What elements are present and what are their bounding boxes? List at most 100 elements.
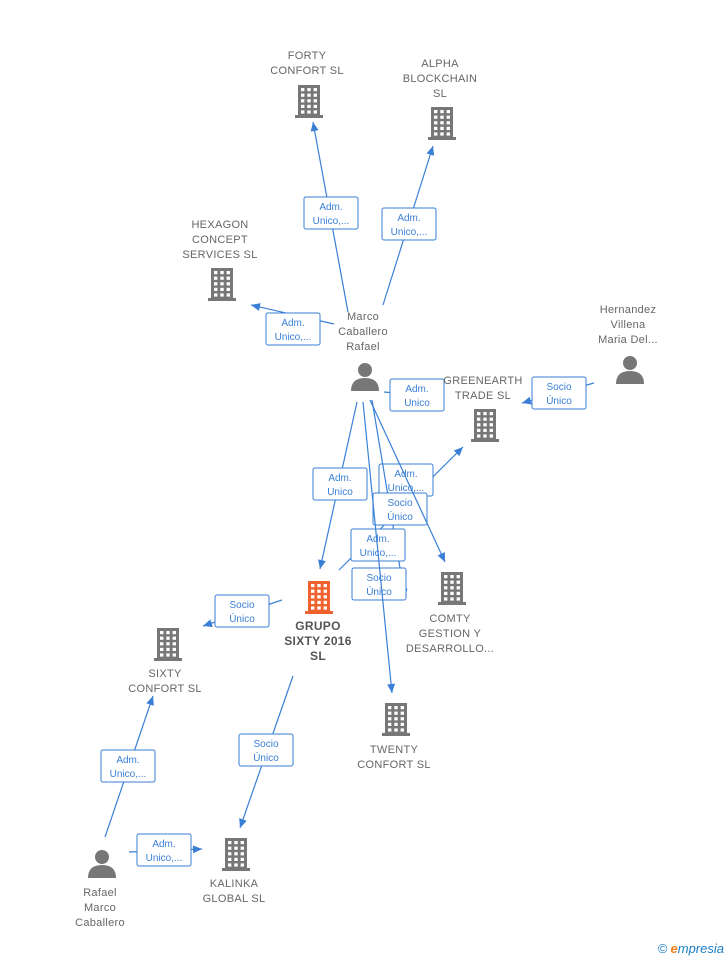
building-icon [208, 268, 236, 301]
node-label-line: TWENTY [370, 744, 419, 756]
building-window [446, 110, 450, 114]
node-label-line: Hernandez [600, 304, 657, 316]
building-window [166, 653, 170, 657]
building-window [446, 115, 450, 119]
building-window [323, 600, 327, 604]
edge-label-box[interactable] [381, 207, 437, 241]
edge-label-box[interactable] [389, 378, 445, 412]
edge-label-text: Único [366, 585, 392, 598]
edge-marco-to-twenty[interactable] [362, 401, 396, 694]
building-window [311, 584, 315, 588]
building-window [160, 647, 164, 651]
building-window [166, 631, 170, 635]
edge-arrowhead [203, 619, 213, 627]
edge-rafael-to-sixty[interactable]: Adm.Unico,... [100, 695, 156, 838]
edge-label-box[interactable] [350, 528, 406, 562]
edge-label-text: Adm. [116, 755, 139, 766]
edge-label-text: Adm. [397, 213, 420, 224]
edge-marco-to-alpha[interactable]: Adm.Unico,... [381, 145, 437, 306]
building-window [388, 711, 392, 715]
edge-label-text: Socio [387, 498, 412, 509]
building-window [301, 93, 305, 97]
edge-label-text: Adm. [394, 469, 417, 480]
edge-line [369, 399, 446, 563]
edge-marco-to-hexagon[interactable]: Adm.Unico,... [250, 303, 335, 346]
edge-grupo-to-greenearth[interactable]: Adm.Unico [312, 401, 368, 570]
building-window [489, 434, 493, 438]
building-window [434, 110, 438, 114]
edge-label-text: Adm. [366, 534, 389, 545]
building-window [313, 99, 317, 103]
main-company-building-icon [305, 581, 333, 614]
node-label-line: Rafael [346, 341, 380, 353]
building-window [234, 846, 238, 850]
building-window [226, 271, 230, 275]
building-window [234, 863, 238, 867]
building-window [483, 412, 487, 416]
building-window [160, 642, 164, 646]
building-window [172, 642, 176, 646]
building-window [456, 597, 460, 601]
node-label-line: TRADE SL [455, 390, 511, 402]
footer-brand[interactable]: ©empresia [658, 941, 724, 956]
building-window [323, 584, 327, 588]
node-label-line: CONCEPT [192, 234, 248, 246]
edge-label-box[interactable] [265, 312, 321, 346]
building-window [214, 287, 218, 291]
building-window [394, 717, 398, 721]
building-window [456, 575, 460, 579]
building-window [172, 636, 176, 640]
building-window [228, 863, 232, 867]
building-window [301, 104, 305, 108]
node-label-line: Maria Del... [598, 334, 658, 346]
edge-marco-to-forty[interactable]: Adm.Unico,... [303, 121, 359, 313]
edge-label-box[interactable] [100, 749, 156, 783]
edge-arrowhead [437, 552, 445, 562]
edge-label-box[interactable] [136, 833, 192, 867]
building-window [240, 841, 244, 845]
brand-name: mpresia [677, 941, 724, 956]
edge-label-box[interactable] [372, 492, 428, 526]
edge-label-box[interactable] [312, 467, 368, 501]
edge-marco-to-greenearth[interactable]: Adm.Unico [383, 378, 445, 412]
edge-label-text: Único [387, 510, 413, 523]
building-window [400, 711, 404, 715]
building-window [317, 595, 321, 599]
edge-label-box[interactable] [214, 594, 270, 628]
edge-label-text: Adm. [405, 384, 428, 395]
building-window [450, 575, 454, 579]
node-label-line: COMTY [429, 613, 471, 625]
building-window [313, 110, 317, 114]
building-window [444, 591, 448, 595]
building-window [307, 88, 311, 92]
edge-label-box[interactable] [531, 376, 587, 410]
edge-label-box[interactable] [238, 733, 294, 767]
edge-rafael-to-kalinka[interactable]: Adm.Unico,... [128, 833, 203, 867]
person-icon [616, 356, 644, 384]
building-window [450, 597, 454, 601]
building-window [214, 293, 218, 297]
building-window [220, 282, 224, 286]
building-window [444, 580, 448, 584]
edge-label-text: Único [229, 612, 255, 625]
building-window [483, 428, 487, 432]
edge-label-box[interactable] [303, 196, 359, 230]
node-label-line: GESTION Y [419, 628, 482, 640]
